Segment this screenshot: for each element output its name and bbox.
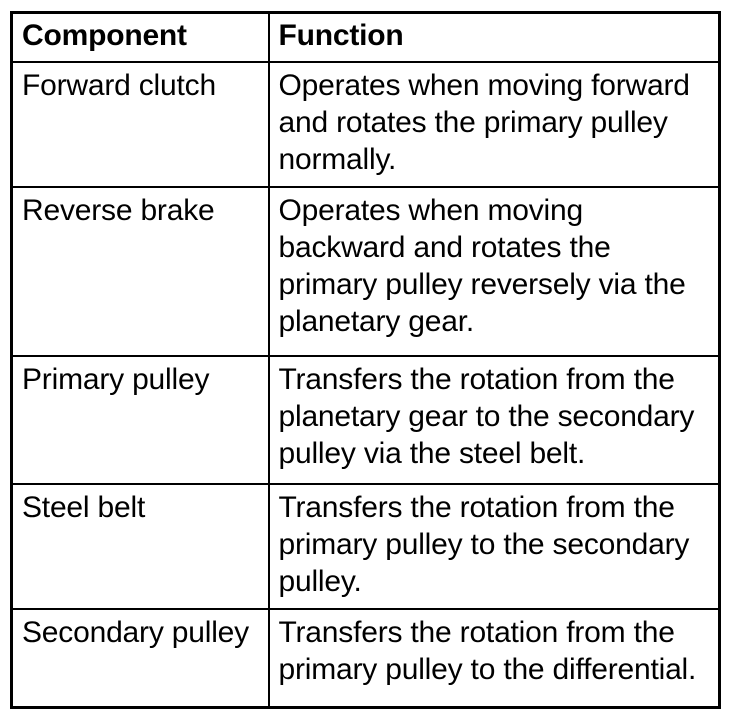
table-row: Primary pulley Transfers the rotation fr… — [10, 355, 721, 485]
table-row: Steel belt Transfers the rotation from t… — [10, 483, 721, 610]
cell-function: Transfers the rotation from the primary … — [267, 608, 721, 709]
cell-function: Transfers the rotation from the planetar… — [267, 355, 721, 485]
column-header-function: Function — [267, 11, 721, 63]
table-row: Forward clutch Operates when moving forw… — [10, 61, 721, 188]
cell-component: Reverse brake — [10, 186, 270, 357]
table-row: Reverse brake Operates when moving backw… — [10, 186, 721, 357]
cell-function: Operates when moving forward and rotates… — [267, 61, 721, 188]
column-header-component: Component — [10, 11, 270, 63]
table-header: Component Function — [10, 11, 721, 63]
cell-function: Operates when moving backward and rotate… — [267, 186, 721, 357]
cell-component: Forward clutch — [10, 61, 270, 188]
cell-function: Transfers the rotation from the primary … — [267, 483, 721, 610]
cell-component: Primary pulley — [10, 355, 270, 485]
component-function-table: Component Function Forward clutch Operat… — [10, 11, 721, 709]
table-body: Forward clutch Operates when moving forw… — [10, 61, 721, 709]
table-header-row: Component Function — [10, 11, 721, 63]
cell-component: Steel belt — [10, 483, 270, 610]
cell-component: Secondary pulley — [10, 608, 270, 709]
table-row: Secondary pulley Transfers the rotation … — [10, 608, 721, 709]
